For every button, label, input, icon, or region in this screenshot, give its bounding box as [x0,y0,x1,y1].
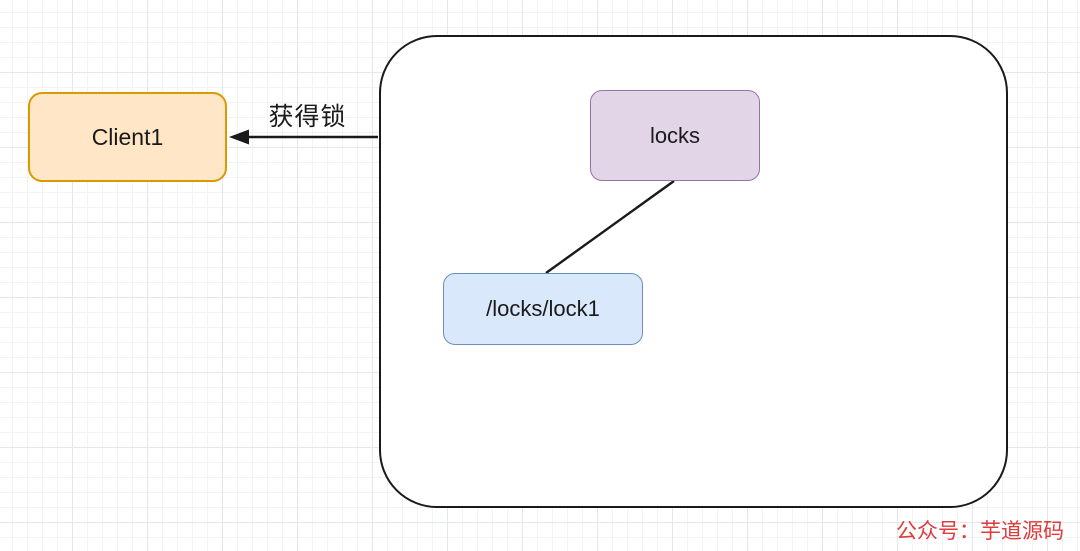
node-client1-label: Client1 [91,123,164,150]
node-locks: locks [590,90,760,181]
node-client1: Client1 [28,92,227,182]
node-locks-label: locks [649,122,701,148]
node-lock1-label: /locks/lock1 [486,296,600,321]
node-lock1: /locks/lock1 [443,273,643,345]
acquire-lock-edge-label: 获得锁 [268,103,347,131]
watermark-text: 公众号：芋道源码 [896,519,1064,543]
